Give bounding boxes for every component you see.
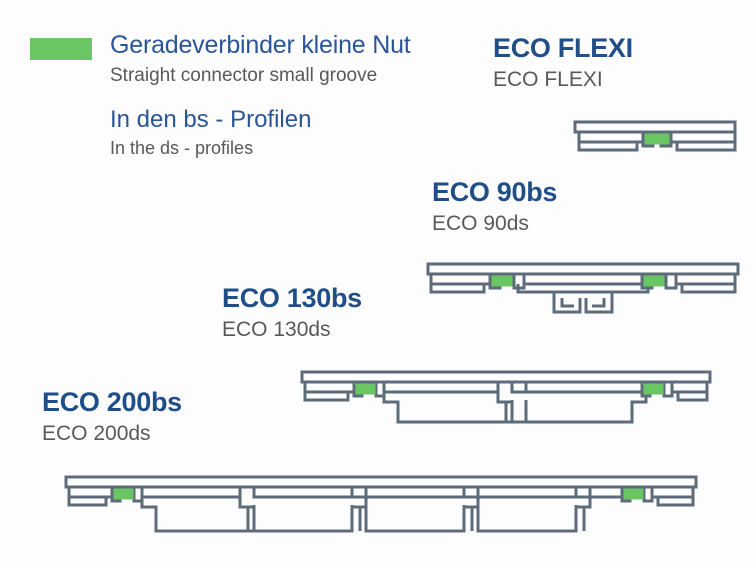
legend-scope-group: In den bs - Profilen In the ds - profile… [110,105,450,161]
legend-text-group: Geradeverbinder kleine Nut Straight conn… [110,30,411,89]
product-eco-90bs: ECO 90bs ECO 90ds [432,176,557,237]
profile-drawing-eco-200bs [64,475,698,541]
product-eco-200bs: ECO 200bs ECO 200ds [42,386,182,447]
product-subtitle-eco-130bs: ECO 130ds [222,318,331,341]
legend-primary-row: Geradeverbinder kleine Nut Straight conn… [30,30,450,89]
connector-marker [643,383,664,395]
connector-marker [643,275,665,287]
product-title-eco-200bs: ECO 200bs [42,387,182,417]
legend-scope-en: In the ds - profiles [110,138,254,158]
connector-marker [355,383,376,395]
product-title-eco-130bs: ECO 130bs [222,283,362,313]
product-title-eco-90bs: ECO 90bs [432,177,558,207]
connector-marker [113,488,134,500]
connector-marker [644,133,670,145]
product-subtitle-eco-200bs: ECO 200ds [42,422,151,445]
profile-drawing-eco-90bs [426,262,740,318]
legend-title-en: Straight connector small groove [110,65,378,86]
profile-drawing-eco-flexi [573,120,737,154]
connector-marker [623,488,644,500]
profile-drawing-eco-130bs [300,370,712,432]
product-title-eco-flexi: ECO FLEXI [493,33,633,63]
legend-scope-de: In den bs - Profilen [110,106,312,133]
connector-marker [491,275,513,287]
product-subtitle-eco-flexi: ECO FLEXI [493,68,603,91]
product-subtitle-eco-90bs: ECO 90ds [432,212,529,235]
legend-title-de: Geradeverbinder kleine Nut [110,31,411,59]
product-eco-flexi: ECO FLEXI ECO FLEXI [493,32,633,93]
connector-color-swatch [30,38,92,60]
legend: Geradeverbinder kleine Nut Straight conn… [30,30,450,161]
product-eco-130bs: ECO 130bs ECO 130ds [222,282,362,343]
